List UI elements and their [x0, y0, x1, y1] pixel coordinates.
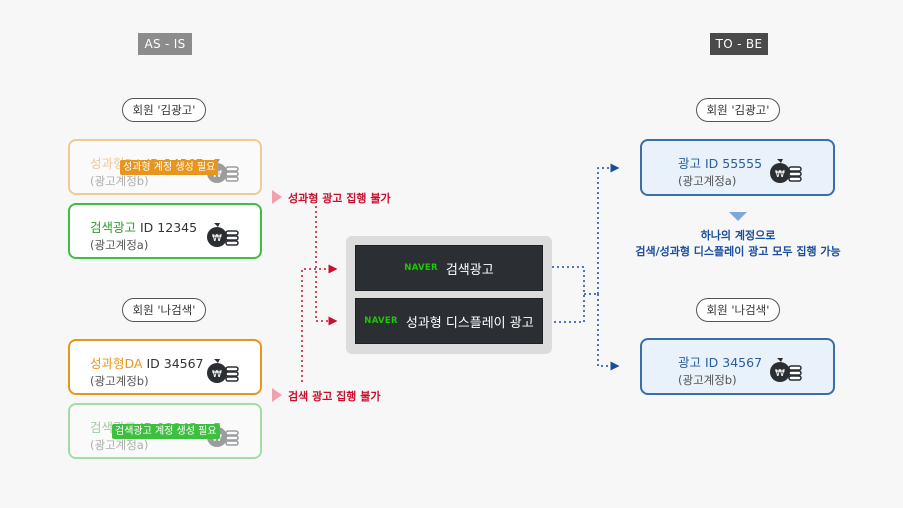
to-be-header: TO - BE	[710, 33, 768, 55]
red-connector-top	[315, 206, 338, 326]
service-performance-display-ad: NAVER 성과형 디스플레이 광고	[355, 298, 543, 344]
red-connector-bottom	[301, 264, 338, 382]
card-account: (광고계정a)	[90, 238, 149, 252]
blue-connector-up	[597, 163, 620, 294]
tobe-card-na: 광고 ID 34567 (광고계정b) ₩	[640, 338, 835, 395]
money-bag-icon: ₩	[207, 223, 239, 247]
card-account: (광고계정a)	[90, 438, 149, 452]
money-bag-icon: ₩	[770, 358, 802, 382]
warning-performance-unavailable: 성과형 광고 집행 불가	[288, 192, 391, 205]
warning-search-unavailable: 검색 광고 집행 불가	[288, 390, 381, 403]
service-label: 성과형 디스플레이 광고	[405, 315, 534, 331]
card-title: 검색광고 ID 12345	[90, 220, 198, 235]
naver-logo: NAVER	[364, 316, 398, 326]
member-kim-pill: 회원 '김광고'	[122, 98, 206, 122]
card-account: (광고계정a)	[678, 174, 737, 188]
naver-ad-platform-hub: NAVER 검색광고 NAVER 성과형 디스플레이 광고	[346, 236, 552, 354]
blue-connector-services	[552, 266, 585, 323]
warning-arrow-top	[272, 190, 282, 204]
member-na-pill: 회원 '나검색'	[122, 298, 206, 322]
tobe-member-kim-pill: 회원 '김광고'	[696, 98, 780, 122]
note-line-2: 검색/성과형 디스플레이 광고 모두 집행 가능	[635, 245, 841, 258]
tobe-member-na-pill: 회원 '나검색'	[696, 298, 780, 322]
kim-card-search-ad: 검색광고 ID 12345 (광고계정a) ₩	[68, 203, 262, 259]
svg-text:₩: ₩	[775, 368, 785, 379]
card-title: 성과형DA ID 34567	[90, 356, 204, 371]
card-account: (광고계정b)	[90, 174, 149, 188]
na-card-performance-da: 성과형DA ID 34567 (광고계정b) ₩	[68, 339, 262, 395]
tobe-card-kim: 광고 ID 55555 (광고계정a) ₩	[640, 139, 835, 196]
money-bag-icon: ₩	[770, 159, 802, 183]
warning-arrow-bottom	[272, 388, 282, 402]
svg-text:₩: ₩	[212, 369, 222, 380]
svg-text:₩: ₩	[212, 233, 222, 244]
as-is-header: AS - IS	[138, 33, 192, 55]
blue-connector-down	[597, 294, 620, 371]
card-account: (광고계정b)	[678, 373, 737, 387]
create-performance-account-tag: 성과형 계정 생성 필요	[120, 160, 219, 175]
card-title: 광고 ID 34567	[678, 355, 763, 370]
card-account: (광고계정b)	[90, 374, 149, 388]
service-label: 검색광고	[445, 262, 494, 278]
service-search-ad: NAVER 검색광고	[355, 245, 543, 291]
card-title: 광고 ID 55555	[678, 156, 763, 171]
svg-text:₩: ₩	[775, 169, 785, 180]
note-line-1: 하나의 계정으로	[700, 229, 776, 242]
money-bag-icon: ₩	[207, 359, 239, 383]
down-triangle-icon	[729, 212, 747, 221]
create-search-account-tag: 검색광고 계정 생성 필요	[112, 424, 220, 439]
naver-logo: NAVER	[404, 263, 438, 273]
